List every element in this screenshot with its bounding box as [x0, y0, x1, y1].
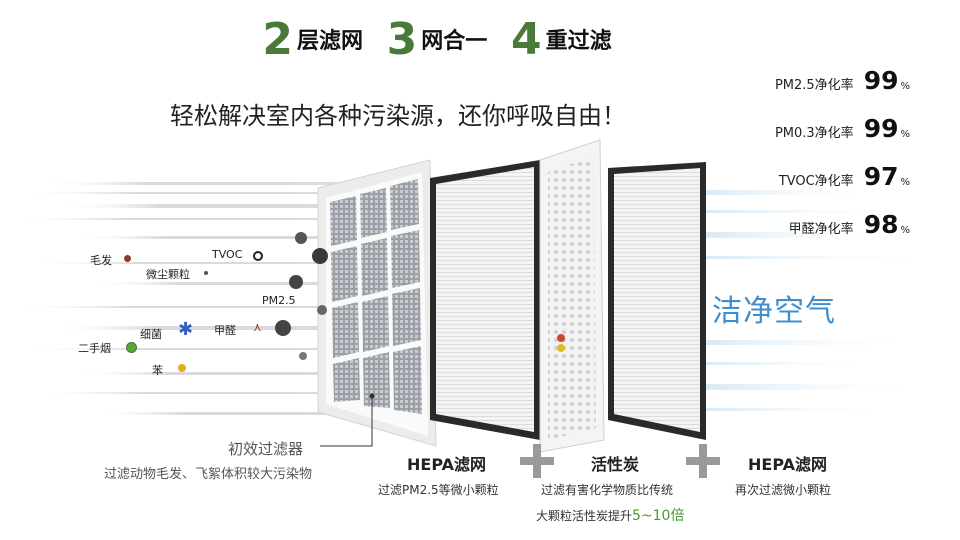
filter-3-title: HEPA滤网 [748, 455, 827, 474]
stat-label: TVOC净化率 [778, 174, 854, 189]
plus-icon [520, 444, 554, 478]
bacteria-icon: ✱ [178, 319, 194, 340]
pollutant-label-smoke: 二手烟 [78, 342, 111, 355]
blue-streaks [700, 190, 940, 411]
stat-value: 98 [863, 210, 899, 239]
pollutant-label-pm25: PM2.5 [262, 294, 296, 307]
pollutant-label-dust: 微尘颗粒 [146, 268, 190, 281]
stat-value: 97 [863, 162, 899, 191]
hepa-filter-1 [430, 160, 540, 440]
stat-value: 99 [863, 114, 899, 143]
purification-stats: PM2.5净化率 99 % PM0.3净化率 99 % TVOC净化率 97 %… [735, 66, 910, 258]
plus-icon [686, 444, 720, 478]
stat-label: 甲醛净化率 [788, 222, 854, 237]
pollutant-label-benzene: 苯 [152, 364, 163, 377]
stat-unit: % [900, 177, 910, 188]
gray-streaks [10, 182, 340, 415]
filter-2-desc-prefix: 大颗粒活性炭提升 [536, 509, 633, 523]
prefilter-frame [317, 159, 437, 447]
stat-formaldehyde: 甲醛净化率 98 % [735, 210, 910, 258]
pollutant-dot-dust [204, 271, 208, 275]
stat-label: PM2.5净化率 [774, 78, 854, 93]
slogan: 轻松解决室内各种污染源，还你呼吸自由！ [170, 102, 626, 130]
prefilter-title: 初效过滤器 [228, 440, 304, 458]
pollutant-label-bacteria: 细菌 [140, 328, 162, 341]
stat-unit: % [900, 225, 910, 236]
stat-pm03: PM0.3净化率 99 % [735, 114, 910, 162]
pollutant-label-formaldehyde: 甲醛 [214, 324, 236, 337]
pollutant-label-hair: 毛发 [90, 254, 112, 267]
filter-2-desc-highlight: 5~10倍 [632, 508, 685, 524]
stat-unit: % [900, 81, 910, 92]
headline-number-2: 3 [386, 14, 418, 65]
filter-3-desc: 再次过滤微小颗粒 [735, 483, 832, 497]
stat-tvoc: TVOC净化率 97 % [735, 162, 910, 210]
pollutant-dot-hair [124, 255, 131, 262]
carbon-filter [539, 139, 605, 453]
headline-number-3: 4 [510, 14, 542, 65]
filter-1-desc: 过滤PM2.5等微小颗粒 [378, 483, 499, 497]
stat-unit: % [900, 129, 910, 140]
headline-text-2: 网合一 [421, 29, 488, 54]
headline-text-1: 层滤网 [296, 29, 363, 54]
filter-2-title: 活性炭 [591, 455, 640, 474]
prefilter-desc: 过滤动物毛发、飞絮体积较大污染物 [104, 467, 313, 482]
stat-label: PM0.3净化率 [774, 126, 854, 141]
clean-air-label: 洁净空气 [712, 294, 836, 329]
pollutant-dot-smoke [126, 342, 137, 353]
pollutant-dot-benzene [178, 364, 186, 372]
pollutant-dot-tvoc [253, 251, 263, 261]
headline-number-1: 2 [262, 14, 293, 65]
filter-2-desc: 过滤有害化学物质比传统 [541, 483, 674, 497]
headline-text-3: 重过滤 [545, 29, 612, 54]
pollutant-label-tvoc: TVOC [212, 248, 243, 261]
stat-pm25: PM2.5净化率 99 % [735, 66, 910, 114]
formaldehyde-icon: ⋏ [253, 320, 262, 334]
filter-2-desc-line2: 大颗粒活性炭提升5~10倍 [536, 505, 684, 525]
stat-value: 99 [863, 66, 899, 95]
hepa-filter-2 [608, 162, 706, 440]
prefilter-pointer [320, 396, 373, 447]
filter-1-title: HEPA滤网 [407, 455, 486, 474]
